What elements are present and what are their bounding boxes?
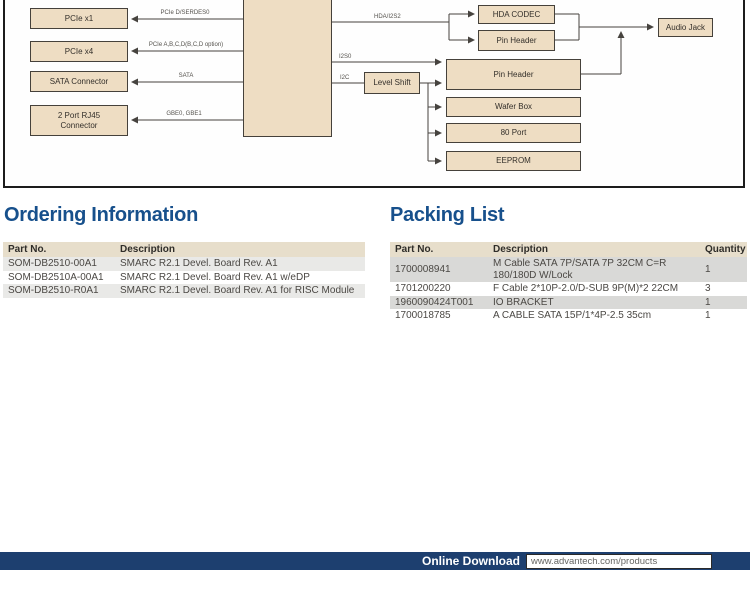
cpu-module-block xyxy=(243,0,332,137)
description-cell: M Cable SATA 7P/SATA 7P 32CM C=R 180/180… xyxy=(493,258,667,281)
ordering-header-row: Part No. Description xyxy=(3,242,365,257)
part-no-cell: 1701200220 xyxy=(395,283,451,294)
bus-label-sata: SATA xyxy=(178,73,194,79)
ordering-information-title: Ordering Information xyxy=(4,204,199,226)
description-cell: IO BRACKET xyxy=(493,296,554,308)
bus-label-i2s0: I2S0 xyxy=(339,54,352,60)
description-cell: SMARC R2.1 Devel. Board Rev. A1 w/eDP xyxy=(120,271,310,283)
packing-col-quantity: Quantity xyxy=(700,242,747,257)
bus-label-gbe: GBE0, GBE1 xyxy=(166,111,202,117)
packing-header-row: Part No. Description Quantity xyxy=(390,242,747,257)
ordering-table: Part No. Description SOM-DB2510-00A1 SMA… xyxy=(3,242,365,298)
table-row: 1701200220 F Cable 2*10P-2.0/D-SUB 9P(M)… xyxy=(390,282,747,296)
table-row: SOM-DB2510A-00A1 SMARC R2.1 Devel. Board… xyxy=(3,270,365,284)
wafer-box-box: Wafer Box xyxy=(446,97,581,117)
pin-header-audio-box: Pin Header xyxy=(478,30,555,51)
quantity-cell: 1 xyxy=(705,263,711,275)
part-no-cell: 1700018785 xyxy=(395,310,451,321)
table-row: SOM-DB2510-R0A1 SMARC R2.1 Devel. Board … xyxy=(3,284,365,298)
quantity-cell: 1 xyxy=(705,310,711,321)
sata-connector-box: SATA Connector xyxy=(30,71,128,92)
description-cell: SMARC R2.1 Devel. Board Rev. A1 for RISC… xyxy=(120,285,355,296)
description-cell: F Cable 2*10P-2.0/D-SUB 9P(M)*2 22CM xyxy=(493,283,679,294)
quantity-cell: 1 xyxy=(705,296,711,308)
part-no-cell: SOM-DB2510-00A1 xyxy=(8,258,97,269)
footer-bar: Online Download www.advantech.com/produc… xyxy=(0,552,750,570)
packing-col-part-no: Part No. xyxy=(390,242,488,257)
ordering-col-description: Description xyxy=(115,242,365,257)
bus-label-i2c: I2C xyxy=(340,75,350,81)
hda-codec-box: HDA CODEC xyxy=(478,5,555,24)
packing-list-title: Packing List xyxy=(390,204,505,226)
pin-header-main-box: Pin Header xyxy=(446,59,581,90)
part-no-cell: SOM-DB2510A-00A1 xyxy=(8,271,104,283)
download-url-box[interactable]: www.advantech.com/products xyxy=(526,553,712,569)
bus-label-hda-i2s2: HDA/I2S2 xyxy=(374,14,401,20)
rj45-connector-box: 2 Port RJ45 Connector xyxy=(30,105,128,136)
part-no-cell: 1960090424T001 xyxy=(395,296,474,308)
table-row: 1960090424T001 IO BRACKET 1 xyxy=(390,295,747,309)
pcie-x1-box: PCIe x1 xyxy=(30,8,128,29)
part-no-cell: SOM-DB2510-R0A1 xyxy=(8,285,99,296)
description-cell: A CABLE SATA 15P/1*4P-2.5 35cm xyxy=(493,310,652,321)
block-diagram: PCIe x1 PCIe x4 SATA Connector 2 Port RJ… xyxy=(0,0,750,192)
80-port-box: 80 Port xyxy=(446,123,581,143)
table-row: 1700008941 M Cable SATA 7P/SATA 7P 32CM … xyxy=(390,257,747,282)
description-cell: SMARC R2.1 Devel. Board Rev. A1 xyxy=(120,258,278,269)
quantity-cell: 3 xyxy=(705,283,711,294)
bus-label-pcie-d: PCIe D/SERDES0 xyxy=(160,10,210,16)
part-no-cell: 1700008941 xyxy=(395,263,451,275)
table-row: 1700018785 A CABLE SATA 15P/1*4P-2.5 35c… xyxy=(390,309,747,323)
audio-jack-box: Audio Jack xyxy=(658,18,713,37)
table-row: SOM-DB2510-00A1 SMARC R2.1 Devel. Board … xyxy=(3,257,365,271)
eeprom-box: EEPROM xyxy=(446,151,581,171)
bus-label-pcie-abcd: PCIe A,B,C,D(B,C,D option) xyxy=(148,42,224,48)
online-download-label: Online Download xyxy=(422,554,520,568)
packing-table: Part No. Description Quantity 1700008941… xyxy=(390,242,747,323)
pcie-x4-box: PCIe x4 xyxy=(30,41,128,62)
packing-col-description: Description xyxy=(488,242,700,257)
level-shift-box: Level Shift xyxy=(364,72,420,94)
ordering-col-part-no: Part No. xyxy=(3,242,115,257)
